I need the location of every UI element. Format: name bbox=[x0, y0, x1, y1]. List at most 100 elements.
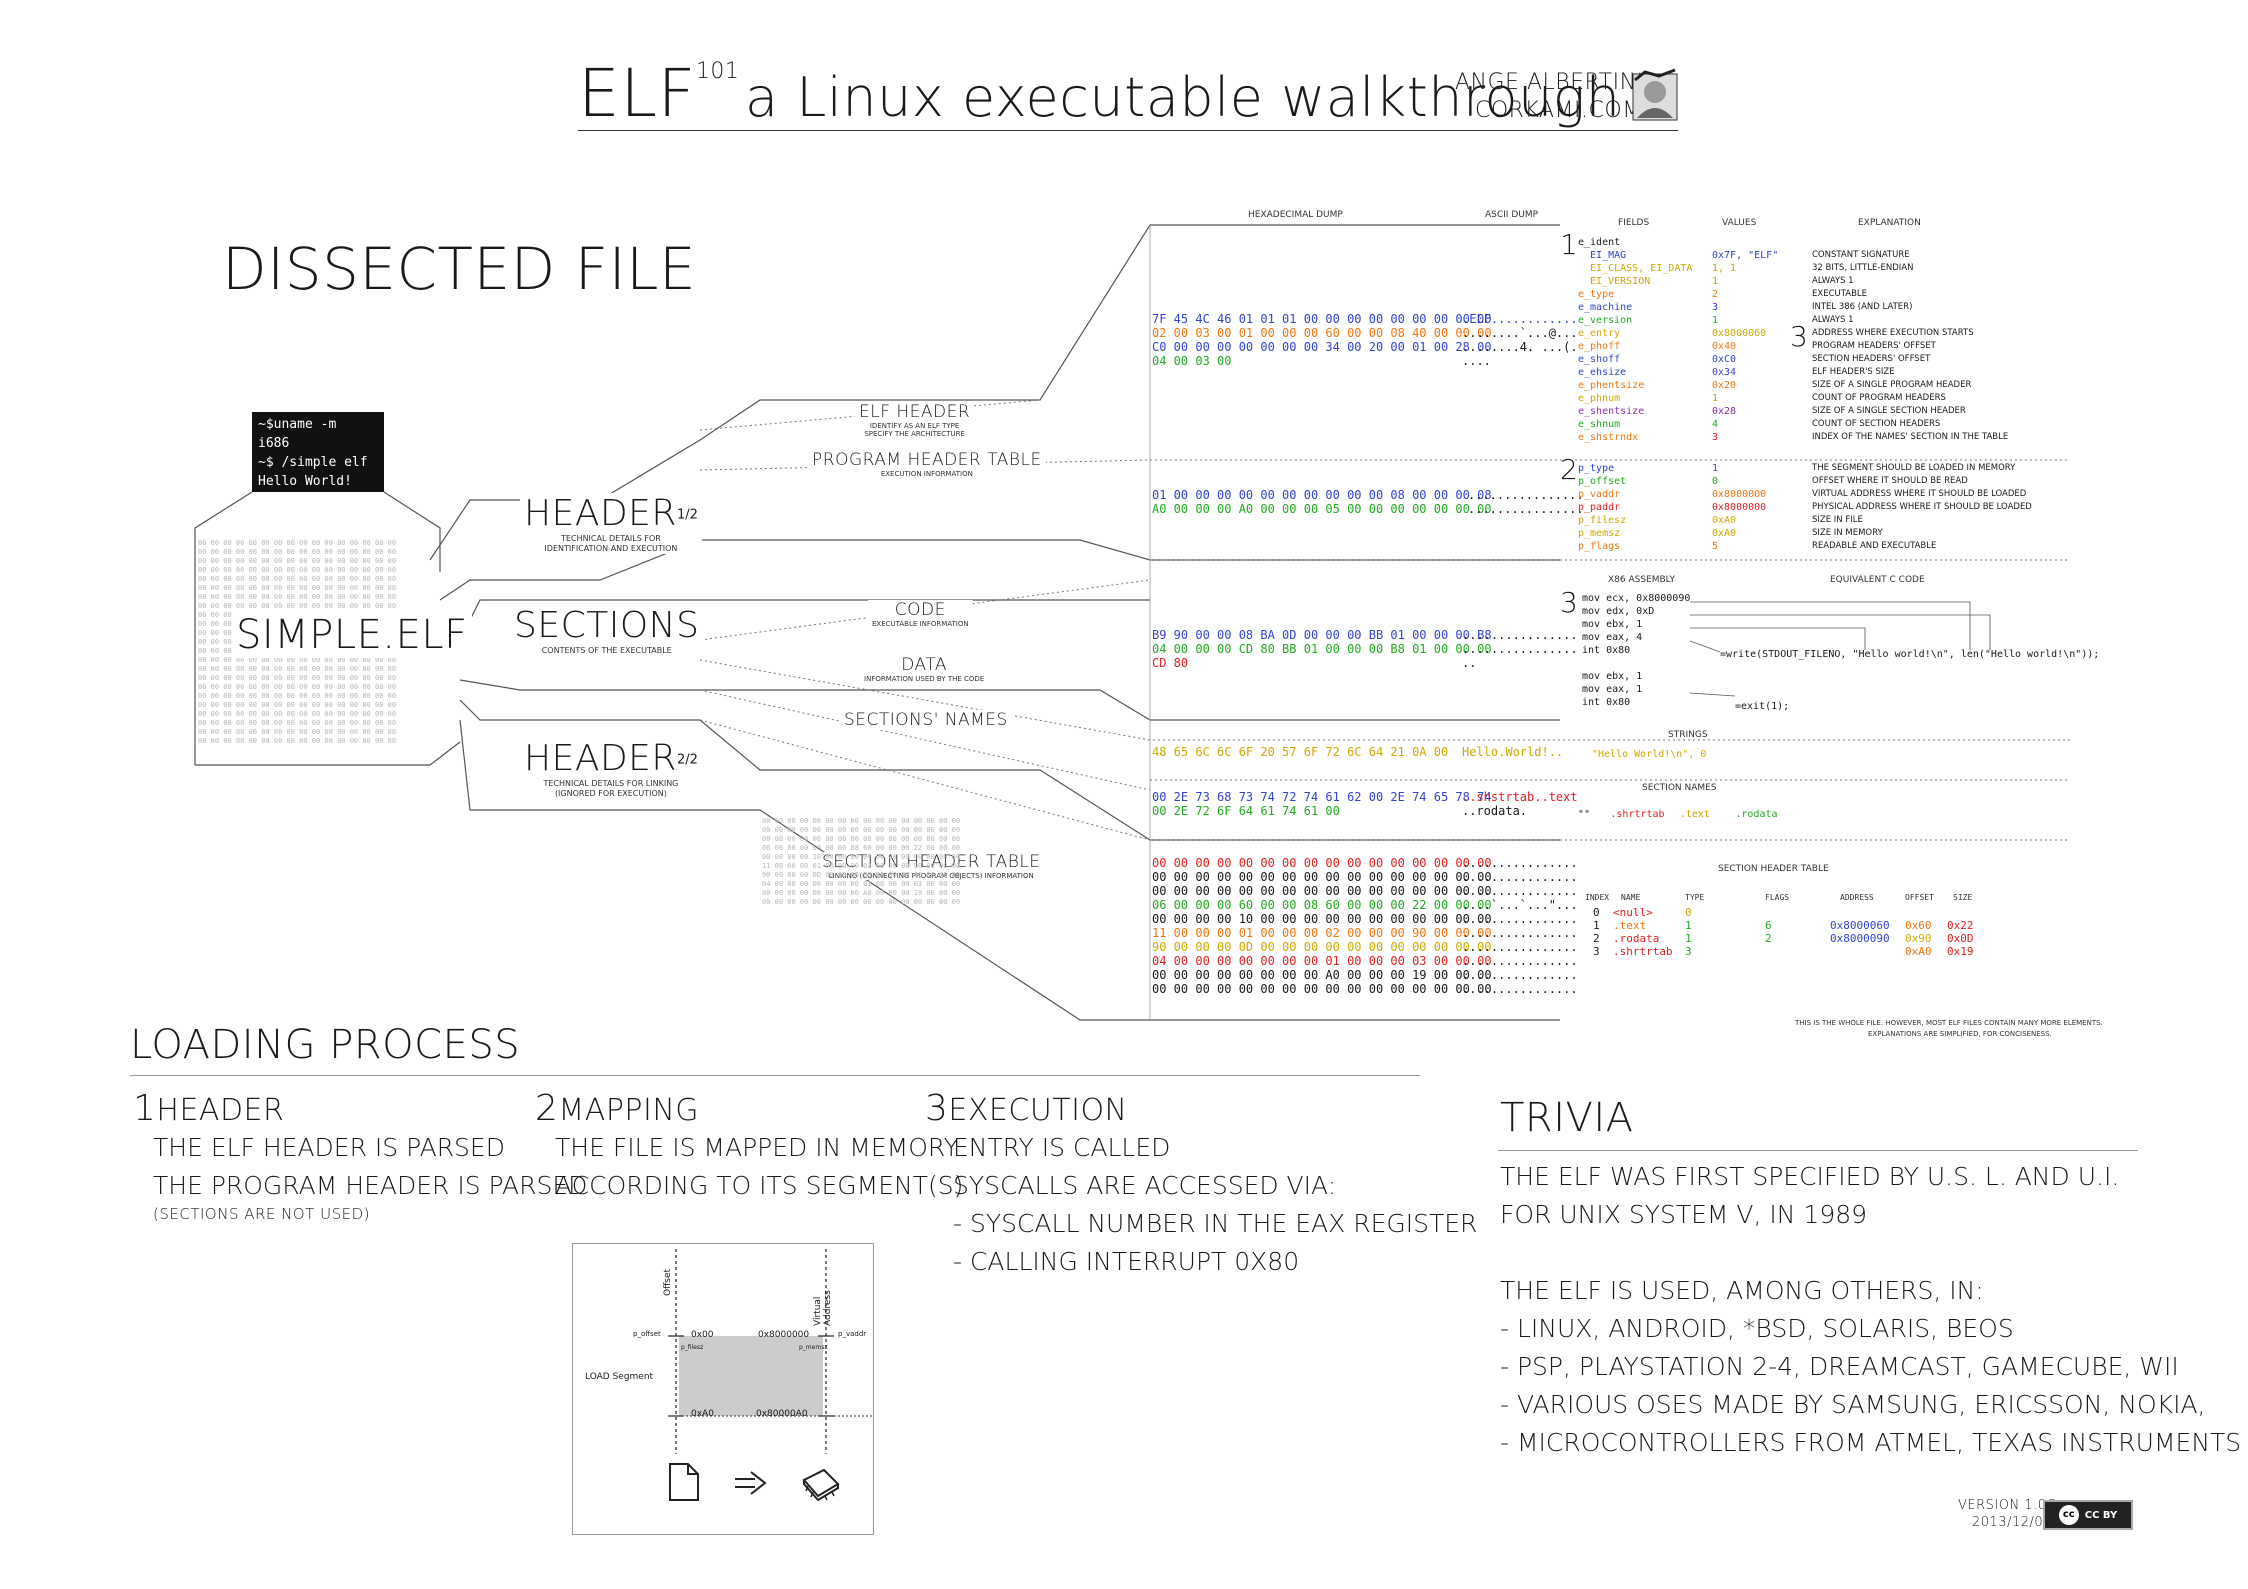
sht-hex-faint: 00 00 00 00 00 00 00 00 00 00 00 00 00 0… bbox=[762, 817, 961, 906]
field-row: e_phnum bbox=[1578, 393, 1621, 404]
sht-address: 0x8000090 bbox=[1830, 932, 1890, 945]
value-row: 5 bbox=[1712, 541, 1719, 552]
terminal-window: ~$uname -m i686 ~$ /simple elf Hello Wor… bbox=[252, 412, 384, 492]
expl-row: PHYSICAL ADDRESS WHERE IT SHOULD BE LOAD… bbox=[1812, 502, 2032, 512]
field-row: EI_MAG bbox=[1578, 250, 1627, 261]
block-header2-sub1: TECHNICAL DETAILS FOR LINKING bbox=[543, 779, 679, 788]
title-sup: 101 bbox=[695, 59, 740, 84]
expl-row: SECTION HEADERS' OFFSET bbox=[1812, 354, 1931, 364]
value-row: 0x7F, "ELF" bbox=[1712, 250, 1779, 261]
step-2-line: THE FILE IS MAPPED IN MEMORY bbox=[555, 1133, 959, 1162]
expl-row: SIZE IN MEMORY bbox=[1812, 528, 1883, 538]
field-row: e_shoff bbox=[1578, 354, 1621, 365]
field-row: e_shnum bbox=[1578, 419, 1621, 430]
block-header1-sup: 1/2 bbox=[676, 507, 698, 523]
step-1-title: HEADER bbox=[156, 1093, 285, 1128]
step-1-note: (SECTIONS ARE NOT USED) bbox=[153, 1205, 370, 1223]
sht-hex: 00 00 00 00 00 00 00 00 00 00 00 00 00 0… bbox=[1152, 856, 1492, 996]
step-1-line: THE ELF HEADER IS PARSED bbox=[153, 1133, 505, 1162]
map-off-start: 0x00 bbox=[691, 1330, 714, 1340]
value-row: 1, 1 bbox=[1712, 263, 1737, 274]
field-row: e_ident bbox=[1578, 237, 1621, 248]
asm-line: mov edx, 0xD bbox=[1582, 606, 1655, 617]
hex-row: 11 00 00 00 01 00 00 00 02 00 00 00 90 0… bbox=[1152, 926, 1492, 940]
map-vaddr-label: Virtual Address bbox=[813, 1290, 833, 1326]
part-elf-header-title: ELF HEADER bbox=[859, 402, 971, 422]
hex-row: 01 00 00 00 00 00 00 00 00 00 00 08 00 0… bbox=[1152, 488, 1492, 502]
section-names-heading: SECTION NAMES bbox=[1642, 783, 1717, 793]
code-hex: B9 90 00 00 08 BA 0D 00 00 00 BB 01 00 0… bbox=[1152, 628, 1492, 670]
step-2: 2MAPPING THE FILE IS MAPPED IN MEMORY AC… bbox=[535, 1088, 963, 1205]
col-expl-heading: EXPLANATION bbox=[1858, 218, 1921, 228]
part-section-header-sub1: LINKING (CONNECTING PROGRAM OBJECTS) INF… bbox=[828, 872, 1034, 880]
hex-row: 00 00 00 00 00 00 00 00 00 00 00 00 00 0… bbox=[1152, 856, 1492, 870]
expl-row: THE SEGMENT SHOULD BE LOADED IN MEMORY bbox=[1812, 463, 2016, 473]
ascii-row: ................ bbox=[1462, 628, 1578, 642]
value-row: 0xC0 bbox=[1712, 354, 1737, 365]
value-row: 3 bbox=[1712, 302, 1719, 313]
col-fields-heading: FIELDS bbox=[1618, 218, 1650, 228]
part-elf-header: ELF HEADER IDENTIFY AS AN ELF TYPE SPECI… bbox=[855, 402, 975, 438]
field-row: e_phoff bbox=[1578, 341, 1621, 352]
value-row: 0x8000000 bbox=[1712, 489, 1767, 500]
cc-icon: cc bbox=[2058, 1505, 2079, 1525]
part-elf-header-sub1: IDENTIFY AS AN ELF TYPE bbox=[869, 422, 960, 430]
ascii-row: ................ bbox=[1462, 982, 1578, 996]
ascii-row: .... bbox=[1462, 354, 1491, 368]
expl-row: ALWAYS 1 bbox=[1812, 276, 1854, 286]
section-names-values: "" .shrtrtab .text .rodata bbox=[1578, 802, 1778, 821]
trivia-line: - LINUX, ANDROID, *BSD, SOLARIS, BEOS bbox=[1500, 1314, 2014, 1343]
expl-row: INDEX OF THE NAMES' SECTION IN THE TABLE bbox=[1812, 432, 2009, 442]
value-row bbox=[1712, 236, 1778, 249]
map-va-start: 0x8000000 bbox=[758, 1330, 810, 1340]
step-3-line: - CALLING INTERRUPT 0X80 bbox=[953, 1247, 1300, 1276]
ascii-row: ................ bbox=[1462, 926, 1578, 940]
map-p-offset: p_offset bbox=[633, 1330, 661, 1338]
names-hex: 00 2E 73 68 73 74 72 74 61 62 00 2E 74 6… bbox=[1152, 790, 1492, 818]
hex-row: 00 00 00 00 10 00 00 00 00 00 00 00 00 0… bbox=[1152, 912, 1492, 926]
marker-1: 1 bbox=[1560, 228, 1579, 261]
map-off-end: 0xA0 bbox=[691, 1409, 714, 1419]
sht-size: 0x19 bbox=[1947, 945, 1974, 958]
sht-flags: 6 bbox=[1765, 919, 1772, 932]
sht-name: .shrtrtab bbox=[1613, 945, 1673, 958]
field-row: e_shentsize bbox=[1578, 406, 1645, 417]
step-3-line: ENTRY IS CALLED bbox=[953, 1133, 1171, 1162]
names-ascii: ..shstrtab..text ..rodata. bbox=[1462, 790, 1578, 818]
sht-index: 2 bbox=[1593, 932, 1600, 945]
asm-line bbox=[1582, 657, 1690, 670]
ascii-row: .. bbox=[1462, 656, 1477, 670]
value-row: 0 bbox=[1712, 476, 1719, 487]
field-row: p_flags bbox=[1578, 541, 1621, 552]
hex-row: A0 00 00 00 A0 00 00 00 05 00 00 00 00 0… bbox=[1152, 502, 1492, 516]
value-row: 1 bbox=[1712, 276, 1719, 287]
strings-value: "Hello World!\n", 0 bbox=[1592, 749, 1707, 760]
field-row: e_type bbox=[1578, 289, 1615, 300]
hex-row: 7F 45 4C 46 01 01 01 00 00 00 00 00 00 0… bbox=[1152, 312, 1492, 326]
c-code-heading: EQUIVALENT C CODE bbox=[1830, 575, 1925, 585]
ascii-row: ................ bbox=[1462, 954, 1578, 968]
sht-type: 1 bbox=[1685, 919, 1692, 932]
block-header2: HEADER2/2 TECHNICAL DETAILS FOR LINKING … bbox=[520, 738, 702, 799]
elf-header-ascii: .ELF............ ........`...@... ......… bbox=[1462, 312, 1578, 368]
sht-offset: 0xA0 bbox=[1905, 945, 1932, 958]
sht-col: NAME bbox=[1621, 893, 1641, 902]
step-1-num: 1 bbox=[133, 1088, 157, 1129]
asm-listing: mov ecx, 0x8000090 mov edx, 0xD mov ebx,… bbox=[1582, 592, 1690, 709]
value-row: 0x20 bbox=[1712, 380, 1737, 391]
value-row: 1 bbox=[1712, 393, 1719, 404]
title: ELF101 a Linux executable walkthrough bbox=[578, 55, 1620, 132]
author-portrait-icon bbox=[1632, 68, 1678, 121]
trivia-line: FOR UNIX SYSTEM V, IN 1989 bbox=[1500, 1200, 1868, 1229]
map-p-vaddr: p_vaddr bbox=[838, 1330, 867, 1338]
block-header2-sup: 2/2 bbox=[676, 752, 698, 768]
expl-row: SIZE IN FILE bbox=[1812, 515, 1863, 525]
field-row: p_vaddr bbox=[1578, 489, 1621, 500]
value-row: 0xA0 bbox=[1712, 528, 1737, 539]
ascii-row: ................ bbox=[1462, 870, 1578, 884]
author-site: CORKAMI.COM bbox=[1475, 98, 1642, 123]
value-row: 0x8000000 bbox=[1712, 502, 1767, 513]
expl-row: ADDRESS WHERE EXECUTION STARTS bbox=[1812, 328, 1974, 338]
expl-row: PROGRAM HEADERS' OFFSET bbox=[1812, 341, 1936, 351]
sht-offset: 0x60 bbox=[1905, 919, 1932, 932]
